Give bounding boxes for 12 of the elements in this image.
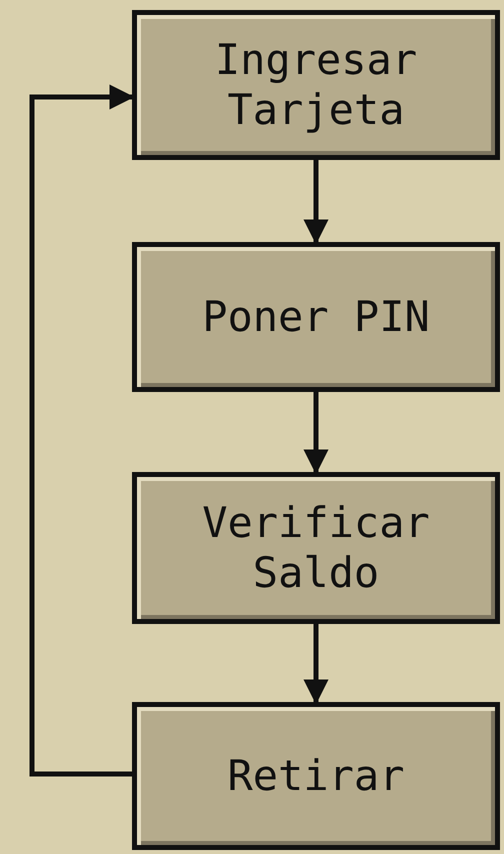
arrow — [304, 624, 328, 704]
arrow — [304, 392, 328, 474]
process-box — [132, 702, 500, 850]
process-box — [132, 242, 500, 392]
box-label: Poner PIN — [201, 292, 431, 342]
box-label: Ingresar Tarjeta — [214, 35, 418, 135]
box-label: Retirar — [226, 751, 406, 801]
box-label: Verificar Saldo — [201, 498, 431, 598]
arrow — [304, 160, 328, 244]
process-box — [132, 10, 500, 160]
process-box — [132, 472, 500, 624]
arrow — [30, 84, 134, 776]
